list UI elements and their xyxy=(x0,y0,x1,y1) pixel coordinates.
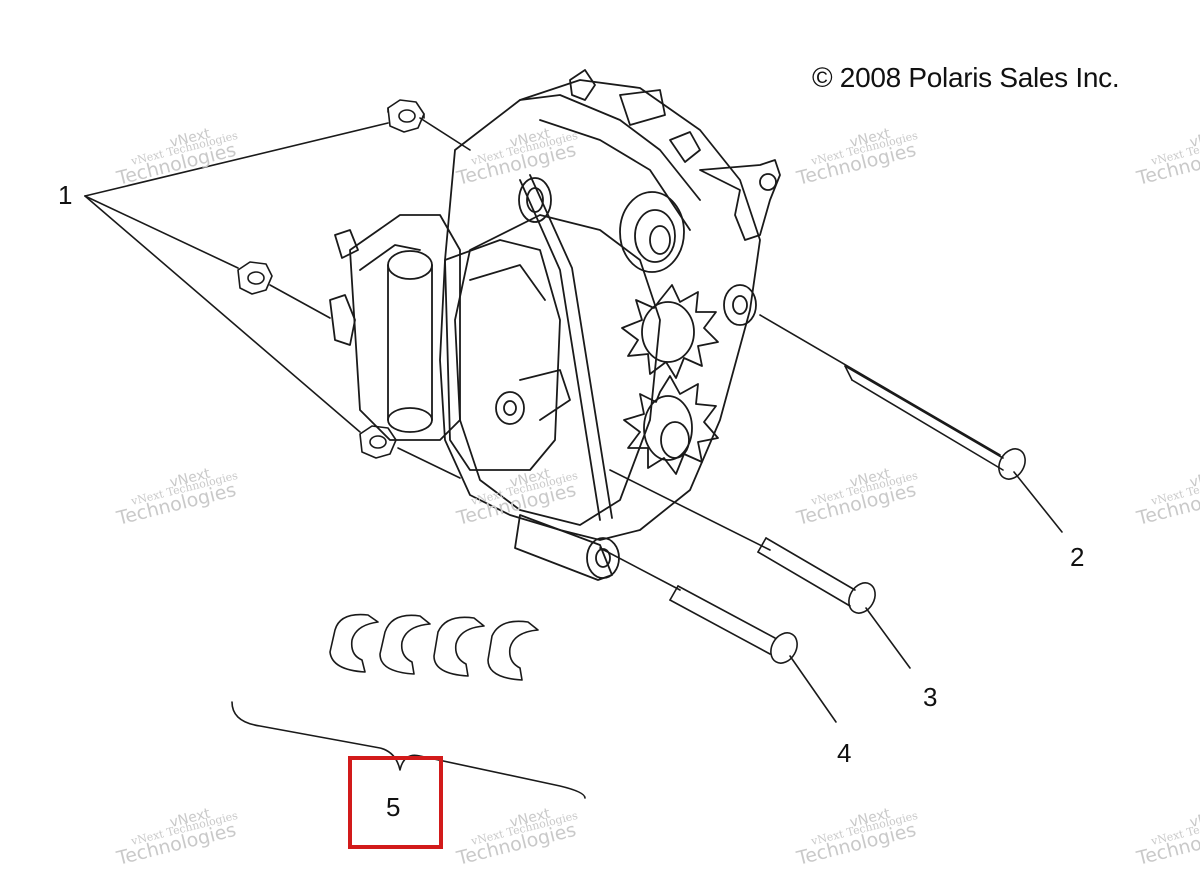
nut-middle xyxy=(237,261,273,295)
callout-4[interactable]: 4 xyxy=(837,738,852,768)
callout-2[interactable]: 2 xyxy=(1070,542,1085,572)
bolt-4 xyxy=(599,547,837,723)
callout-3[interactable]: 3 xyxy=(923,682,938,712)
gearcase-assembly xyxy=(439,69,781,581)
bolt-2 xyxy=(759,314,1063,533)
brace-5 xyxy=(231,701,586,799)
callout-5[interactable]: 5 xyxy=(386,792,401,822)
leader-lines-1 xyxy=(84,117,471,479)
nut-bottom xyxy=(359,425,397,459)
callout-1[interactable]: 1 xyxy=(58,180,73,210)
callout-5-highlight-box xyxy=(348,756,443,849)
bolt-3 xyxy=(609,469,911,669)
shim-clips xyxy=(329,613,539,681)
copyright-text: © 2008 Polaris Sales Inc. xyxy=(812,62,1120,93)
nut-top xyxy=(387,99,425,133)
actuator-motor xyxy=(329,214,571,471)
